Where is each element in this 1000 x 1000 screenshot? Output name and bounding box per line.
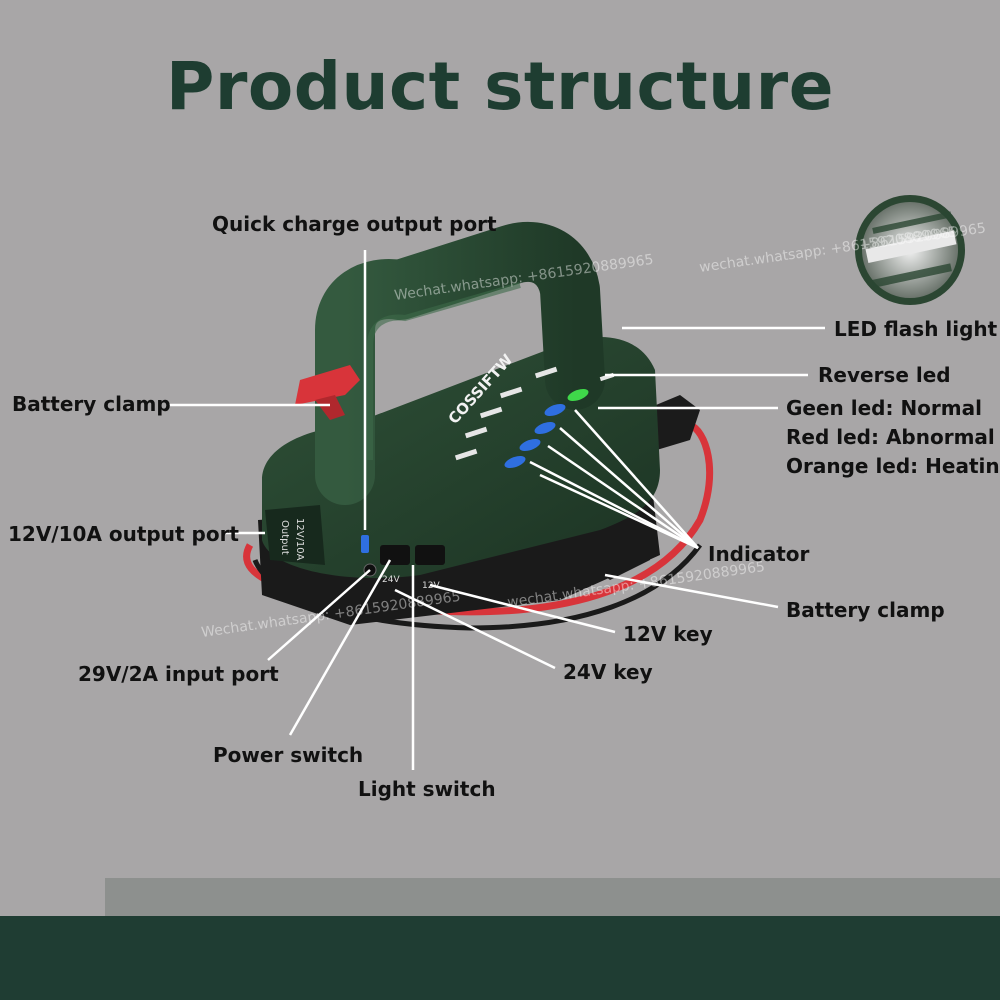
callout-led-flash: LED flash light: [834, 317, 998, 341]
callout-orange-led: Orange led: Heating: [786, 454, 1000, 478]
leader-24v-key: [394, 588, 556, 670]
callout-indicator: Indicator: [708, 542, 810, 566]
key-24v-button[interactable]: [380, 545, 410, 565]
callout-12v-key: 12V key: [623, 622, 713, 646]
footer-green-band: [0, 916, 1000, 1000]
callout-red-led: Red led: Abnormal: [786, 425, 995, 449]
leader-indicator-5: [539, 473, 699, 550]
callout-power-switch: Power switch: [213, 743, 364, 767]
carry-handle: [315, 221, 605, 505]
leader-power-switch: [288, 559, 392, 736]
callout-output-port: 12V/10A output port: [8, 522, 239, 546]
leader-12v-key: [429, 583, 616, 634]
callout-battery-clamp-right: Battery clamp: [786, 598, 945, 622]
led-flash-inset: [855, 195, 965, 305]
callout-quick-charge: Quick charge output port: [212, 212, 497, 236]
callout-input-port: 29V/2A input port: [78, 662, 279, 686]
key-12v-button[interactable]: [415, 545, 445, 565]
leader-input-port: [267, 569, 371, 661]
key-24v-label: 24V: [382, 575, 400, 585]
output-label: Output: [279, 520, 290, 555]
page-title: Product structure: [166, 48, 834, 125]
footer-gray-band: [105, 878, 1000, 918]
quick-charge-port: [361, 535, 369, 553]
callout-battery-clamp-left: Battery clamp: [12, 392, 171, 416]
leader-indicator-3: [547, 444, 699, 550]
callout-reverse-led: Reverse led: [818, 363, 951, 387]
indicator-strip: [454, 366, 615, 469]
leader-indicator-4: [529, 460, 699, 550]
callout-green-led: Geen led: Normal: [786, 396, 982, 420]
battery-clamp-left: [295, 365, 360, 420]
leader-indicator-2: [559, 427, 699, 549]
leader-clamp-right: [604, 573, 779, 609]
callout-light-switch: Light switch: [358, 777, 496, 801]
callout-24v-key: 24V key: [563, 660, 653, 684]
leader-indicator-1: [574, 409, 699, 549]
output-rating: 12V/10A: [294, 518, 305, 561]
